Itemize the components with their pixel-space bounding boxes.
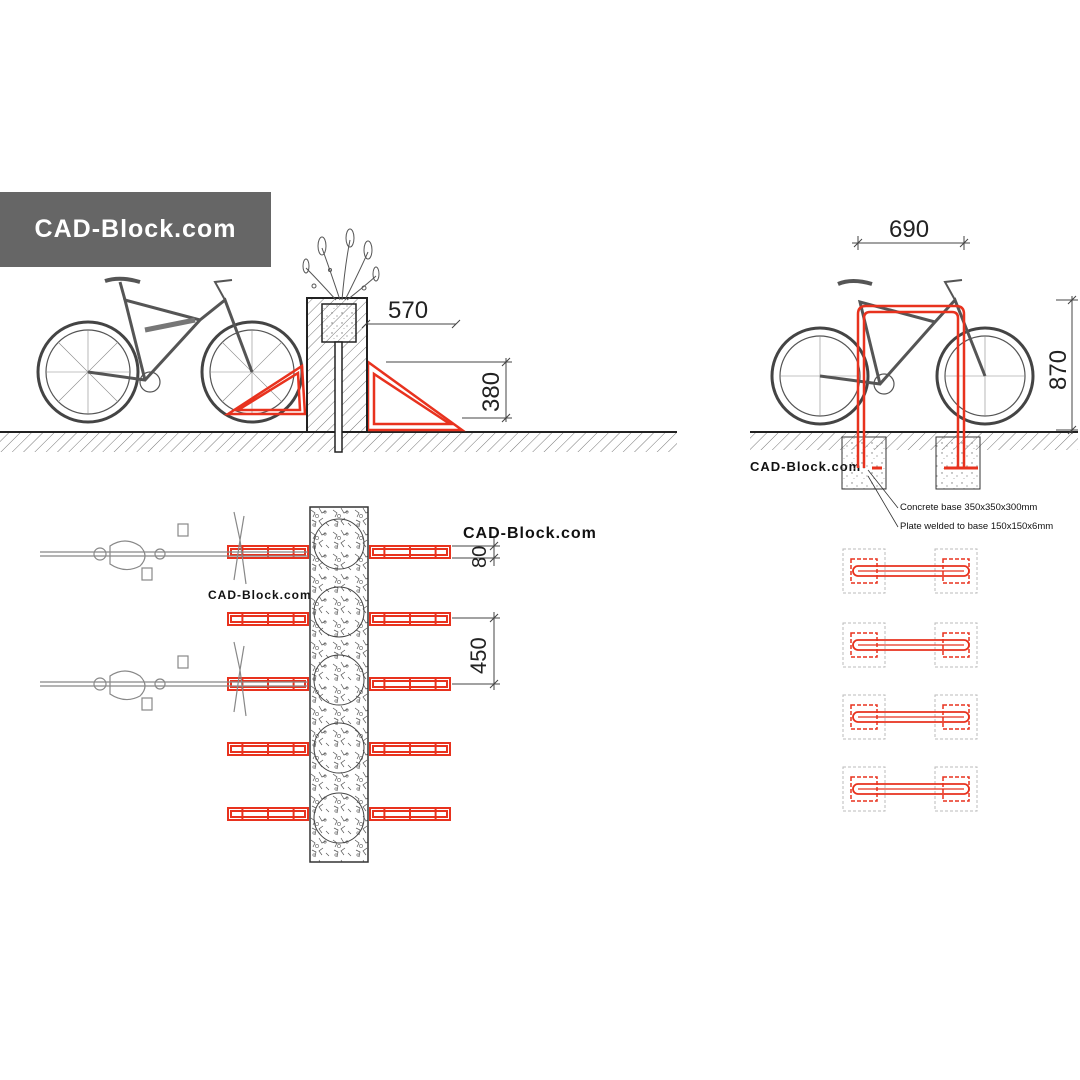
triangle-rack-right [366, 359, 466, 432]
left-elevation: 570 380 [0, 228, 677, 453]
ladder-rack [227, 807, 309, 821]
dimension-width-570 [361, 319, 461, 329]
dimension-label: 690 [889, 216, 929, 243]
ladder-rack [227, 612, 309, 626]
watermark-label: CAD-Block.com [750, 459, 862, 474]
watermark-label: CAD-Block.com [208, 588, 312, 602]
planter-strip [309, 506, 369, 863]
bicycle-icon [36, 276, 304, 424]
left-plan: 80 450 [40, 506, 500, 863]
ladder-rack [369, 807, 451, 821]
ladder-rack [369, 545, 451, 559]
ladder-rack [369, 677, 451, 691]
dimension-spacing-450 [452, 612, 500, 690]
brand-banner: CAD-Block.com [0, 192, 271, 267]
dimension-width-690 [852, 236, 970, 250]
ground-hatch [750, 432, 1078, 450]
bicycle-plan-icon [40, 511, 308, 585]
ladder-rack [369, 742, 451, 756]
bicycle-plan-icon [40, 641, 308, 717]
brand-banner-text: CAD-Block.com [34, 215, 237, 243]
planter-wall [306, 297, 368, 453]
plant-icon [302, 228, 380, 301]
leader-lines [867, 469, 899, 528]
dimension-gap-80 [452, 538, 500, 566]
dimension-label: 380 [478, 372, 505, 412]
ground-hatch-left [0, 432, 335, 452]
dimension-label: 80 [469, 546, 491, 568]
ladder-rack [369, 612, 451, 626]
ground-hatch-right [342, 432, 677, 452]
dimension-label: 450 [466, 637, 491, 674]
right-plan [842, 548, 978, 812]
triangle-rack-left [223, 363, 307, 416]
dimension-label: 870 [1045, 350, 1072, 390]
hoop-plan-item [842, 548, 978, 594]
bicycle-icon [770, 279, 1035, 426]
note-concrete-base: Concrete base 350x350x300mm [900, 502, 1038, 513]
watermark-label: CAD-Block.com [463, 525, 597, 542]
hoop-plan-item [842, 622, 978, 668]
dimension-label: 570 [388, 297, 428, 324]
right-elevation: 690 870 [750, 216, 1078, 528]
ladder-rack [227, 742, 309, 756]
ladder-rack [227, 677, 309, 691]
dimension-height-380 [386, 357, 512, 423]
dimension-height-870 [1056, 295, 1078, 435]
hoop-rack [856, 304, 966, 468]
note-plate: Plate welded to base 150x150x6mm [900, 521, 1054, 532]
hoop-plan-item [842, 766, 978, 812]
hoop-plan-item [842, 694, 978, 740]
shrub-group [313, 518, 365, 844]
plan-rack-group [227, 545, 451, 821]
